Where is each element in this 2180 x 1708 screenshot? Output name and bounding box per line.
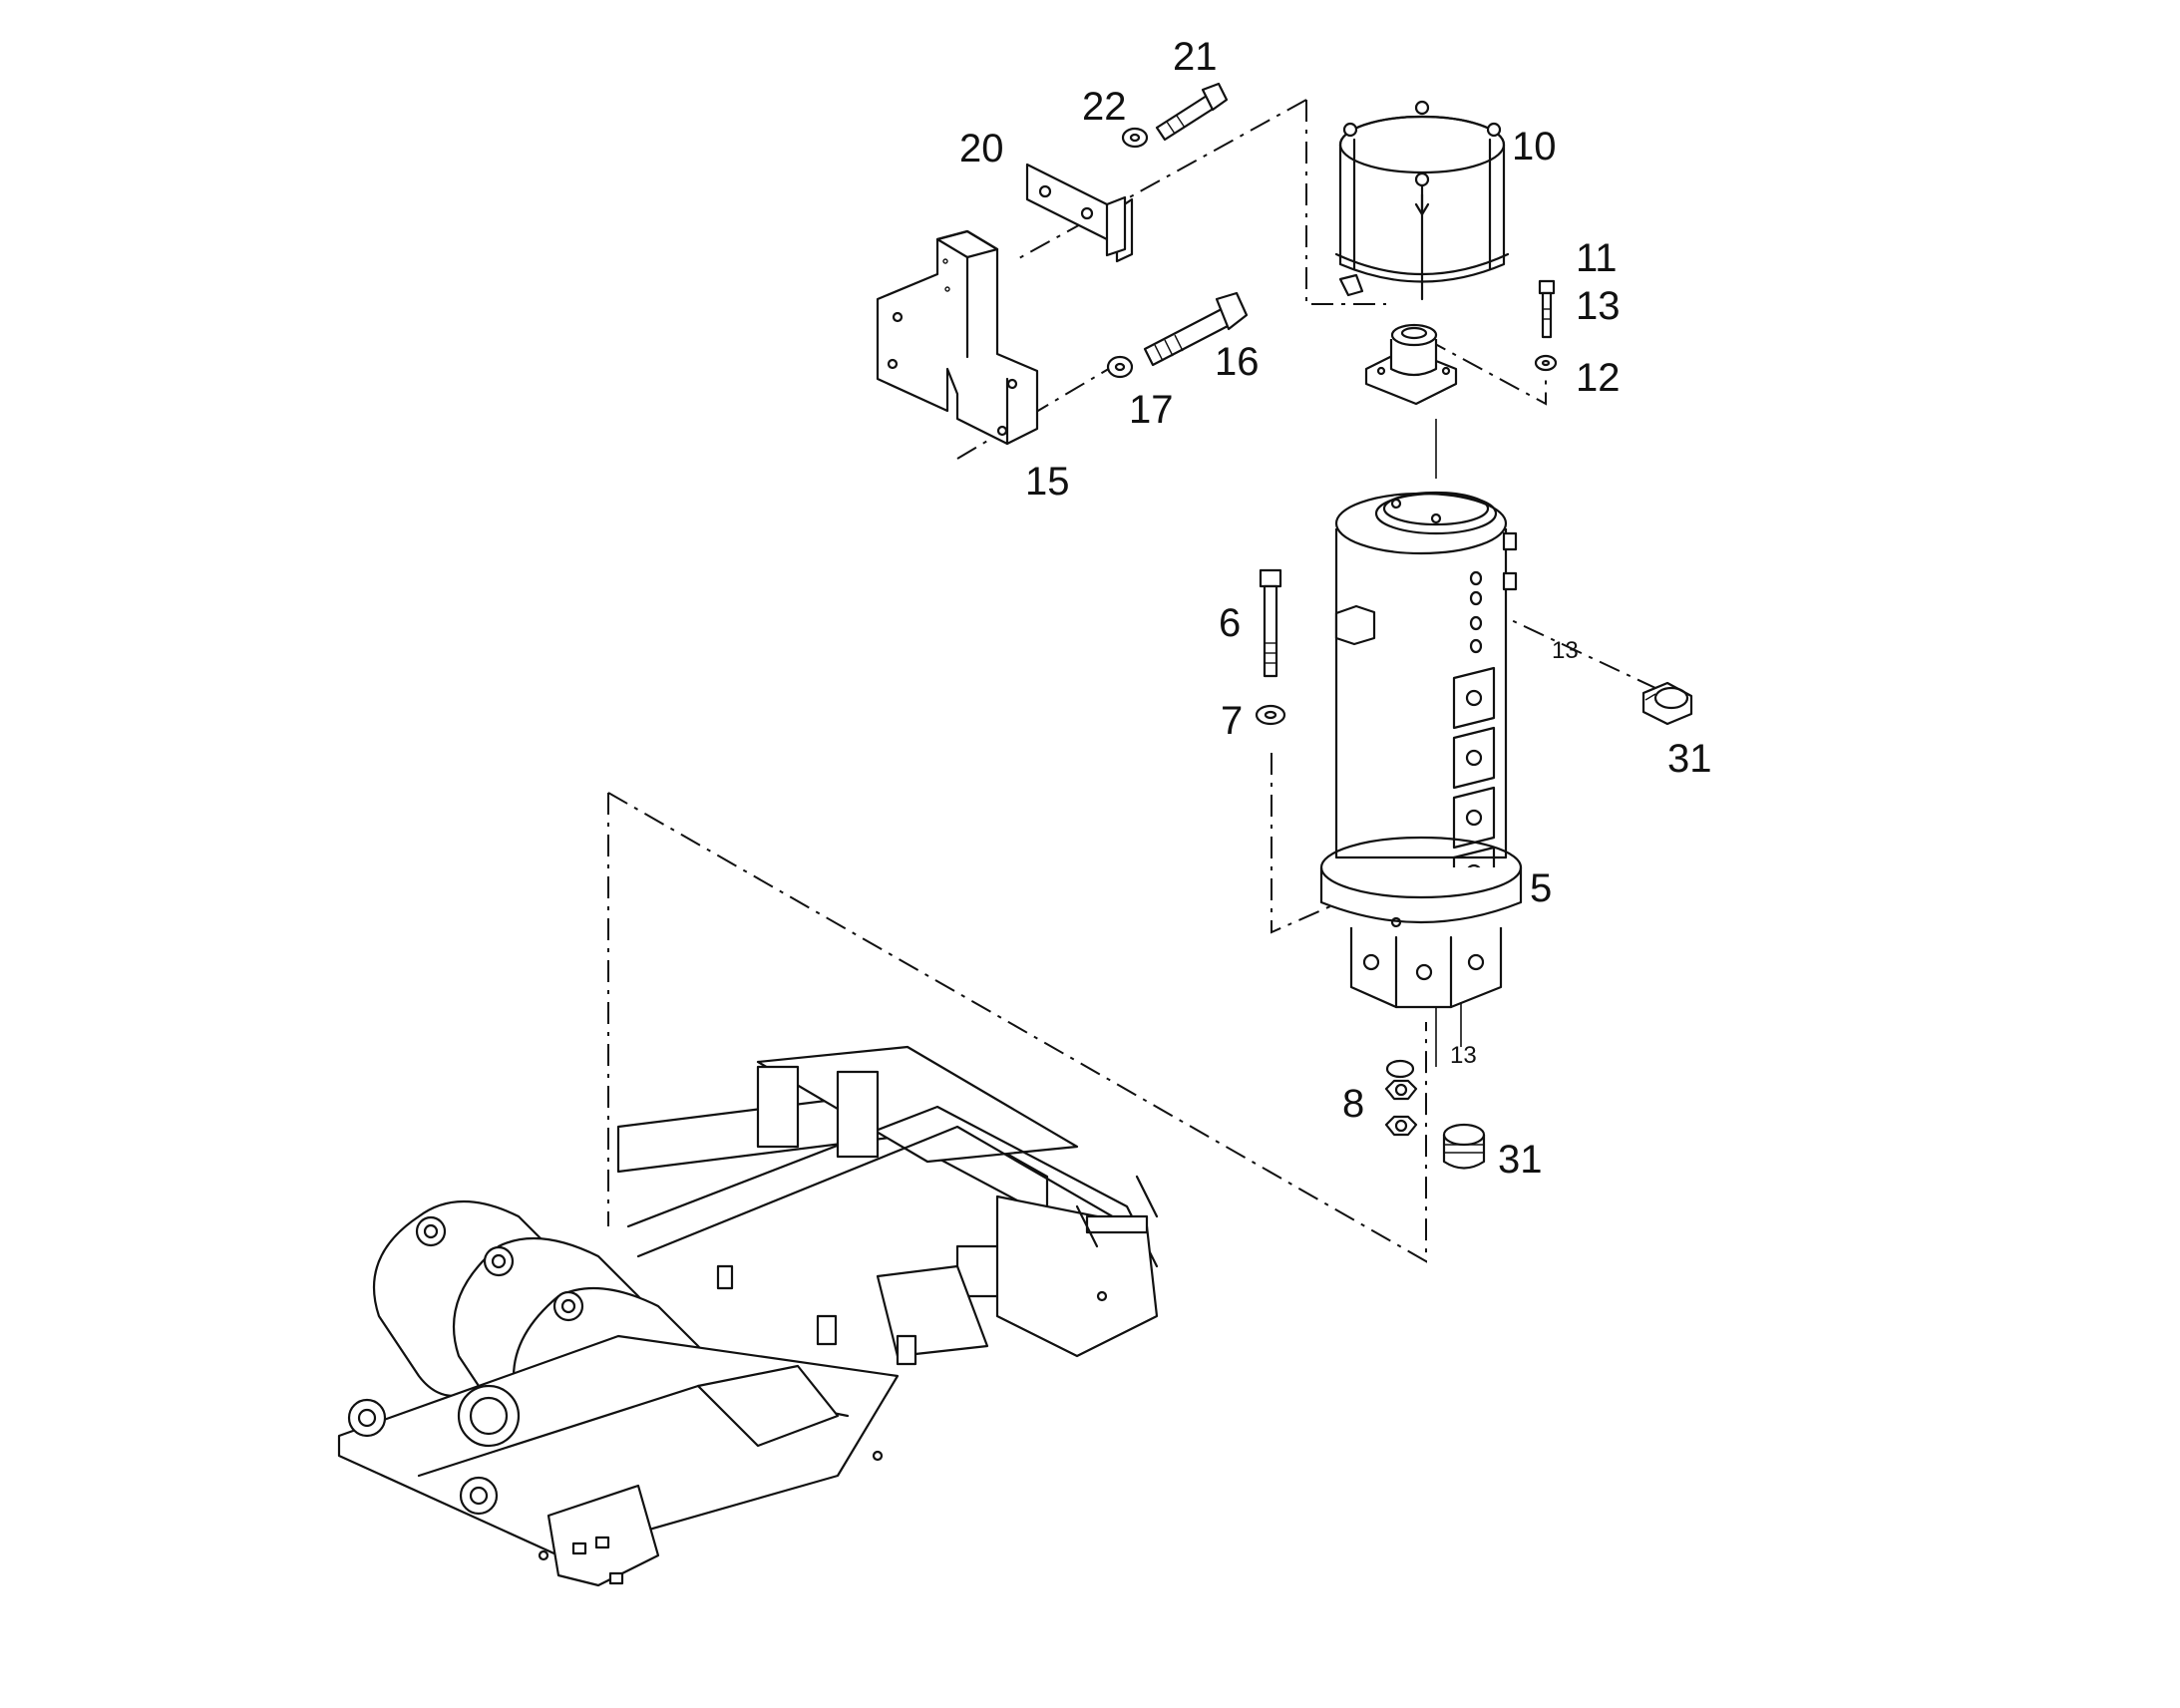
part-11-bolt [1538, 279, 1556, 339]
callout-20: 20 [959, 127, 1004, 171]
callout-6: 6 [1219, 601, 1241, 645]
part-10-cover [1334, 100, 1510, 301]
assembly-line-plug-31a [1485, 607, 1656, 689]
callout-7: 7 [1221, 699, 1243, 743]
callout-31: 31 [1498, 1138, 1543, 1182]
callout-12: 12 [1576, 356, 1621, 400]
part-31-plug-upper [1641, 681, 1693, 726]
callout-13: 13 [1576, 284, 1621, 328]
part-17-washer [1106, 355, 1134, 379]
assembly-line-frame-to-swivel [607, 792, 1427, 1263]
callout-13-small: 13 [1450, 1042, 1477, 1069]
callout-21: 21 [1173, 35, 1218, 79]
part-31-plug-lower [1442, 1123, 1486, 1170]
callout-5: 5 [1530, 866, 1552, 910]
callout-16: 16 [1215, 340, 1260, 384]
part-12-washer [1534, 354, 1558, 372]
part-7-washer [1255, 704, 1286, 726]
callout-10: 10 [1512, 125, 1557, 169]
undercarriage-frame [337, 1045, 1159, 1587]
part-15-block [876, 229, 1039, 446]
callout-11: 11 [1576, 236, 1618, 280]
part-8-nuts [1384, 1059, 1418, 1137]
callout-labels: 21 22 20 10 11 13 12 16 17 15 6 7 13 31 … [959, 35, 1712, 1182]
callout-31: 31 [1667, 737, 1712, 781]
callout-13-small: 13 [1552, 637, 1579, 664]
part-5-swivel-joint [1319, 491, 1523, 1067]
callout-17: 17 [1129, 388, 1174, 432]
part-16-bolt [1143, 291, 1249, 367]
callout-22: 22 [1082, 85, 1127, 129]
assembly-line-bolt-11 [1425, 338, 1547, 406]
part-21-bolt [1155, 82, 1229, 142]
assembly-line-bracket-20 [1016, 99, 1307, 260]
callout-8: 8 [1342, 1082, 1364, 1126]
callout-15: 15 [1025, 460, 1070, 504]
assembly-lines [607, 99, 1656, 1263]
part-flange-fitting [1364, 323, 1458, 479]
part-22-washer [1121, 127, 1149, 149]
part-20-bracket [1025, 163, 1134, 263]
assembly-line-cover-10 [1305, 100, 1386, 305]
part-6-bolt [1259, 568, 1282, 678]
